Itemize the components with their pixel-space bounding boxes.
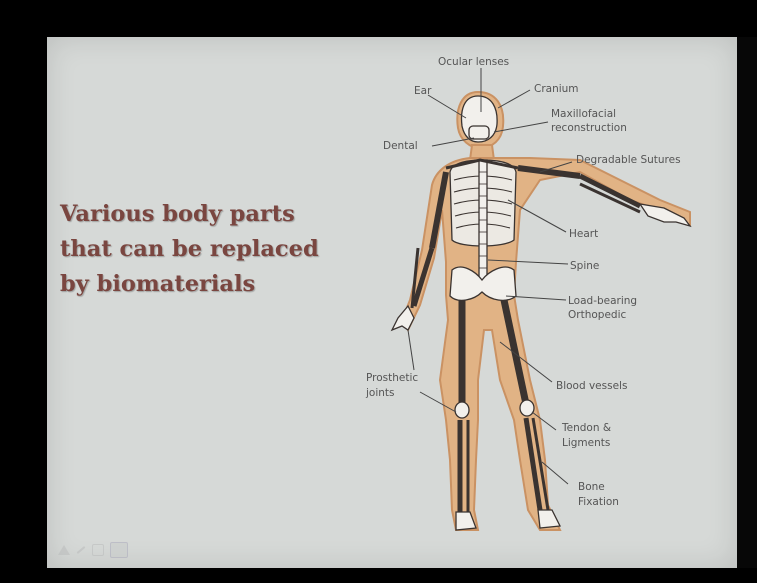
slideshow-toolbar [58, 541, 128, 559]
label-tendon-1: Tendon & [561, 422, 611, 434]
label-prosthetic-1: Prosthetic [366, 372, 418, 384]
label-load-bearing-1: Load-bearing [568, 295, 637, 307]
jaw [469, 126, 489, 139]
label-degradable-sutures: Degradable Sutures [576, 154, 681, 166]
label-load-bearing-2: Orthopedic [568, 309, 626, 321]
right-knee [520, 400, 534, 416]
label-spine: Spine [570, 260, 599, 272]
label-bone-1: Bone [578, 481, 605, 493]
label-bone-2: Fixation [578, 496, 619, 508]
label-blood-vessels: Blood vessels [556, 380, 627, 392]
right-foot [538, 510, 560, 528]
left-knee [455, 402, 469, 418]
label-maxillofacial-1: Maxillofacial [551, 108, 616, 120]
label-prosthetic-2: joints [365, 387, 395, 399]
pen-icon[interactable] [77, 546, 86, 554]
label-tendon-2: Ligments [562, 437, 610, 449]
label-ear: Ear [414, 85, 432, 97]
pointer-icon[interactable] [58, 545, 70, 555]
label-cranium: Cranium [534, 83, 579, 95]
label-dental: Dental [383, 140, 418, 152]
label-maxillofacial-2: reconstruction [551, 122, 627, 134]
navigation-icon[interactable] [110, 542, 128, 558]
label-ocular-lenses: Ocular lenses [438, 56, 509, 68]
label-heart: Heart [569, 228, 598, 240]
menu-icon[interactable] [92, 544, 104, 556]
